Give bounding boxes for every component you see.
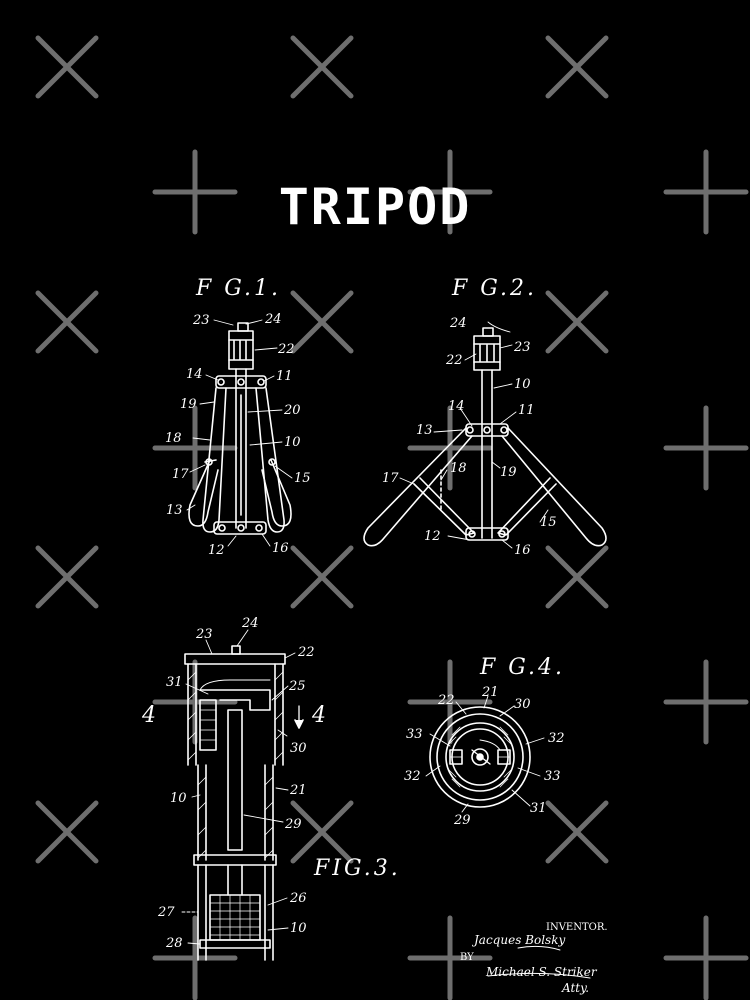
- part-number: 15: [294, 471, 311, 486]
- part-number: 32: [404, 769, 421, 784]
- part-number: 10: [290, 921, 307, 936]
- part-number: 22: [445, 353, 463, 368]
- watermark-x-icon: [290, 35, 354, 99]
- part-number: 21: [481, 685, 499, 700]
- watermark-plus-icon: [663, 405, 749, 491]
- section-marker-right: 4: [311, 703, 326, 728]
- fig3-label: FIG.3.: [313, 856, 401, 881]
- watermark-x-icon: [290, 800, 354, 864]
- part-number: 10: [170, 791, 187, 806]
- part-number: 13: [416, 423, 433, 438]
- watermark-x-icon: [290, 545, 354, 609]
- part-number: 21: [289, 783, 307, 798]
- fig3-drawing: [181, 629, 304, 961]
- part-number: 19: [180, 397, 197, 412]
- part-number: 10: [284, 435, 301, 450]
- part-number: 29: [284, 817, 302, 832]
- part-number: 30: [514, 697, 531, 712]
- part-number: 13: [166, 503, 183, 518]
- watermark-x-icon: [545, 545, 609, 609]
- fig2-label: F G.2.: [451, 276, 537, 301]
- watermark-plus-icon: [407, 659, 493, 745]
- inventor-label: INVENTOR.: [546, 922, 608, 933]
- watermark-plus-icon: [407, 915, 493, 1000]
- part-number: 11: [518, 403, 535, 418]
- watermark-x-icon: [35, 35, 99, 99]
- watermark-plus-icon: [663, 149, 749, 235]
- part-number: 16: [514, 543, 531, 558]
- watermark-plus-icon: [663, 915, 749, 1000]
- watermark-plus-icon: [407, 405, 493, 491]
- fig2-drawing: [363, 321, 607, 549]
- part-number: 17: [382, 471, 399, 486]
- fig4-label: F G.4.: [479, 655, 565, 680]
- part-number: 32: [548, 731, 565, 746]
- watermark-x-icon: [290, 290, 354, 354]
- part-number: 20: [283, 403, 301, 418]
- part-number: 29: [453, 813, 471, 828]
- part-number: 14: [186, 367, 203, 382]
- part-number: 23: [195, 627, 213, 642]
- part-number: 25: [288, 679, 306, 694]
- part-number: 26: [289, 891, 307, 906]
- fig1-drawing: [186, 319, 293, 547]
- section-marker-left: 4: [141, 703, 156, 728]
- watermark-plus-icon: [407, 149, 493, 235]
- watermark-x-icon: [35, 545, 99, 609]
- part-number: 33: [544, 769, 561, 784]
- part-number: 22: [437, 693, 455, 708]
- part-number: 22: [297, 645, 315, 660]
- part-number: 16: [272, 541, 289, 556]
- fig4-drawing: [425, 695, 545, 813]
- attorney-suffix: Atty.: [561, 981, 589, 995]
- part-number: 23: [513, 340, 531, 355]
- watermark-x-icon: [545, 800, 609, 864]
- watermark-plus-icon: [152, 405, 238, 491]
- watermark-x-icon: [545, 35, 609, 99]
- part-number: 12: [208, 543, 225, 558]
- part-number: 24: [241, 616, 259, 631]
- part-number: 14: [448, 399, 465, 414]
- page-title: TRIPOD: [278, 178, 472, 236]
- part-number: 10: [514, 377, 531, 392]
- signature-flourish: [487, 945, 591, 979]
- part-number: 31: [166, 675, 183, 690]
- part-number: 24: [449, 316, 467, 331]
- part-number: 18: [450, 461, 467, 476]
- by-label: BY: [460, 952, 474, 963]
- inventor-signature: Jacques Bolsky: [471, 933, 565, 947]
- part-number: 17: [172, 467, 189, 482]
- part-number: 28: [165, 936, 183, 951]
- watermark-x-icon: [35, 290, 99, 354]
- attorney-signature: Michael S. Striker: [485, 965, 598, 979]
- part-number: 12: [424, 529, 441, 544]
- part-number: 24: [264, 312, 282, 327]
- part-number: 30: [290, 741, 307, 756]
- part-number: 19: [500, 465, 517, 480]
- watermark-plus-icon: [152, 915, 238, 1000]
- watermark-x-icon: [35, 800, 99, 864]
- part-number: 23: [192, 313, 210, 328]
- part-number: 27: [157, 905, 175, 920]
- part-number: 18: [165, 431, 182, 446]
- part-number: 11: [276, 369, 293, 384]
- watermark-plus-icon: [152, 149, 238, 235]
- fig1-label: F G.1.: [195, 276, 281, 301]
- watermark-plus-icon: [663, 659, 749, 745]
- part-number: 15: [540, 515, 557, 530]
- part-number: 33: [406, 727, 423, 742]
- part-number: 31: [530, 801, 547, 816]
- watermark-x-icon: [545, 290, 609, 354]
- watermark-plus-icon: [152, 659, 238, 745]
- part-number: 22: [277, 342, 295, 357]
